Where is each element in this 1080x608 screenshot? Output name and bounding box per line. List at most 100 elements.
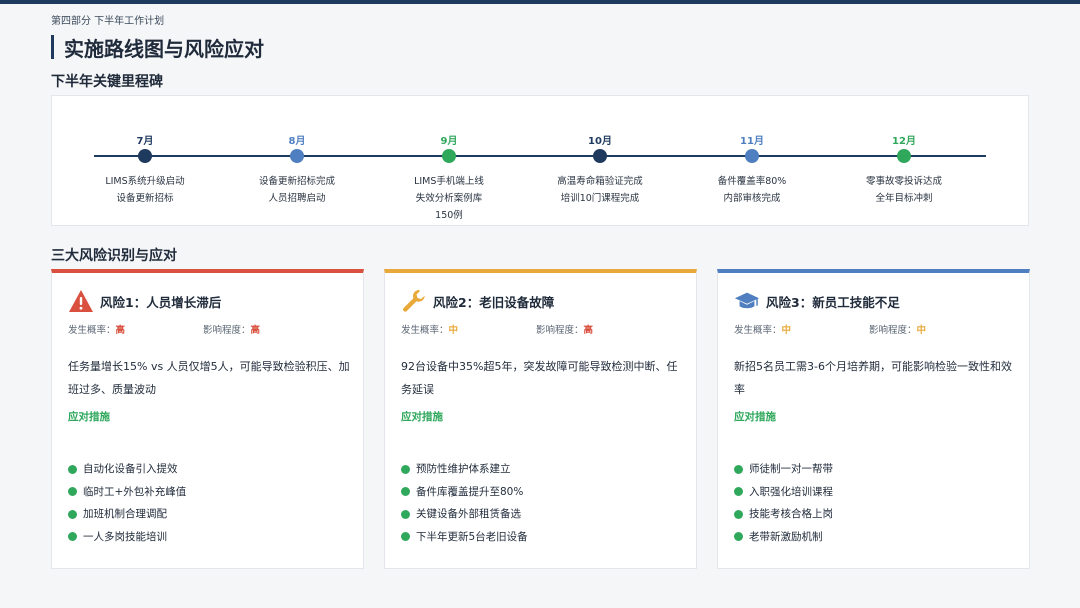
measure-text: 关键设备外部租赁备选 — [416, 508, 521, 520]
bullet-dot — [734, 464, 743, 474]
measure-text: 加班机制合理调配 — [83, 508, 167, 520]
milestone-dot — [593, 149, 607, 163]
milestone-month: 11月 — [740, 136, 764, 147]
probability: 发生概率：中 — [734, 322, 791, 336]
top-accent-bar — [0, 0, 1080, 4]
milestone-dot — [138, 149, 152, 163]
warning-icon — [68, 288, 94, 314]
page-title-block: 实施路线图与风险应对 — [51, 34, 264, 61]
risk-header: 风险2：老旧设备故障 — [401, 288, 554, 314]
measures-label: 应对措施 — [68, 411, 110, 423]
page-title: 实施路线图与风险应对 — [64, 36, 264, 61]
measure-item: 备件库覆盖提升至80% — [401, 481, 528, 504]
risk-title: 风险2：老旧设备故障 — [433, 294, 555, 310]
milestones-section-title: 下半年关键里程碑 — [51, 74, 163, 90]
measures-list: 师徒制一对一帮带入职强化培训课程技能考核合格上岗老带新激励机制 — [734, 458, 833, 548]
probability-level: 中 — [781, 325, 792, 336]
risk-description: 任务量增长15% vs 人员仅增5人，可能导致检验积压、加班过多、质量波动 — [68, 360, 350, 396]
measure-text: 师徒制一对一帮带 — [749, 463, 833, 475]
milestone-line: 设备更新招标 — [116, 193, 174, 204]
measures-list: 自动化设备引入提效临时工+外包补充峰值加班机制合理调配一人多岗技能培训 — [68, 458, 186, 548]
milestone-item: 11月备件覆盖率80% 内部审核完成 — [677, 96, 827, 227]
bullet-dot — [68, 464, 77, 474]
probability-level: 中 — [448, 325, 459, 336]
measure-text: 备件库覆盖提升至80% — [416, 485, 524, 498]
bullet-dot — [68, 487, 77, 497]
measure-text: 老带新激励机制 — [749, 530, 823, 543]
milestone-line: 备件覆盖率80% — [717, 176, 787, 187]
measure-item: 加班机制合理调配 — [68, 503, 186, 526]
milestone-line: 设备更新招标完成 — [258, 176, 335, 187]
bullet-dot — [68, 509, 77, 519]
milestone-description: 设备更新招标完成人员招聘启动 — [222, 173, 372, 207]
risk-title: 风险3：新员工技能不足 — [766, 294, 900, 310]
milestone-month: 9月 — [440, 136, 458, 147]
risk-description: 新招5名员工需3-6个月培养期，可能影响检验一致性和效率 — [734, 360, 1012, 396]
milestone-line: 150例 — [435, 210, 463, 221]
milestone-description: 高温寿命箱验证完成培训10门课程完成 — [525, 173, 675, 207]
milestone-line: 零事故零投诉达成 — [865, 176, 942, 187]
impact-label: 影响程度： — [869, 325, 917, 336]
milestone-description: 备件覆盖率80% 内部审核完成 — [677, 173, 827, 207]
measure-text: 一人多岗技能培训 — [83, 530, 167, 543]
milestone-month: 12月 — [892, 136, 916, 147]
title-accent-bar — [51, 35, 54, 59]
wrench-icon — [401, 288, 427, 314]
milestone-dot — [897, 149, 911, 163]
milestone-line: LIMS系统升级启动 — [105, 176, 185, 187]
risks-section-title: 三大风险识别与应对 — [51, 248, 177, 264]
timeline-line — [94, 155, 986, 157]
measure-text: 预防性维护体系建立 — [416, 463, 511, 475]
timeline-panel: 7月 LIMS系统升级启动设备更新招标 8月设备更新招标完成人员招聘启动 9月 LIMS… — [51, 95, 1029, 226]
impact-level: 中 — [916, 325, 927, 336]
milestone-description: 零事故零投诉达成全年目标冲刺 — [829, 173, 979, 207]
milestone-month: 7月 — [136, 136, 154, 147]
probability-label: 发生概率： — [401, 325, 449, 336]
probability-label: 发生概率： — [734, 325, 782, 336]
risk-header: 风险3：新员工技能不足 — [734, 288, 900, 314]
bullet-dot — [401, 532, 410, 542]
milestone-item: 12月零事故零投诉达成全年目标冲刺 — [829, 96, 979, 227]
risk-card-1: 风险1：人员增长滞后发生概率：高影响程度：高任务量增长15% vs 人员仅增5人… — [51, 269, 364, 569]
bullet-dot — [401, 464, 410, 474]
bullet-dot — [401, 487, 410, 497]
milestone-line: 高温寿命箱验证完成 — [557, 176, 643, 187]
impact-level: 高 — [583, 325, 594, 336]
risk-card-2: 风险2：老旧设备故障发生概率：中 影响程度：高 92台设备中35%超5年，突发故障可… — [384, 269, 697, 569]
breadcrumb: 第四部分 下半年工作计划 — [51, 16, 165, 27]
probability-label: 发生概率： — [68, 325, 116, 336]
measures-list: 预防性维护体系建立备件库覆盖提升至80% 关键设备外部租赁备选下半年更新5台老旧设… — [401, 458, 528, 548]
impact-label: 影响程度： — [203, 325, 251, 336]
milestone-line: 培训10门课程完成 — [560, 193, 640, 204]
graduation-cap-icon — [734, 288, 760, 314]
bullet-dot — [68, 532, 77, 542]
measure-text: 自动化设备引入提效 — [83, 463, 178, 475]
measure-item: 技能考核合格上岗 — [734, 503, 833, 526]
bullet-dot — [734, 532, 743, 542]
milestone-month: 10月 — [588, 136, 612, 147]
measure-item: 临时工+外包补充峰值 — [68, 481, 186, 504]
milestone-description: LIMS系统升级启动设备更新招标 — [70, 173, 220, 207]
probability: 发生概率：高 — [68, 322, 125, 336]
measure-text: 技能考核合格上岗 — [749, 508, 833, 520]
measures-label: 应对措施 — [401, 411, 443, 423]
bullet-dot — [401, 509, 410, 519]
impact: 影响程度：中 — [869, 322, 926, 336]
impact: 影响程度：高 — [536, 322, 593, 336]
milestone-line: 全年目标冲刺 — [875, 193, 933, 204]
measure-item: 关键设备外部租赁备选 — [401, 503, 528, 526]
milestone-line: 内部审核完成 — [723, 193, 781, 204]
milestone-line: 人员招聘启动 — [268, 193, 326, 204]
risk-description: 92台设备中35%超5年，突发故障可能导致检测中断、任务延误 — [401, 360, 678, 396]
milestone-dot — [745, 149, 759, 163]
measure-text: 下半年更新5台老旧设备 — [416, 530, 528, 543]
milestone-month: 8月 — [288, 136, 306, 147]
probability: 发生概率：中 — [401, 322, 458, 336]
milestone-line: LIMS手机端上线 — [414, 176, 484, 187]
measure-item: 一人多岗技能培训 — [68, 526, 186, 549]
bullet-dot — [734, 487, 743, 497]
measure-text: 入职强化培训课程 — [749, 485, 833, 498]
probability-level: 高 — [115, 325, 126, 336]
